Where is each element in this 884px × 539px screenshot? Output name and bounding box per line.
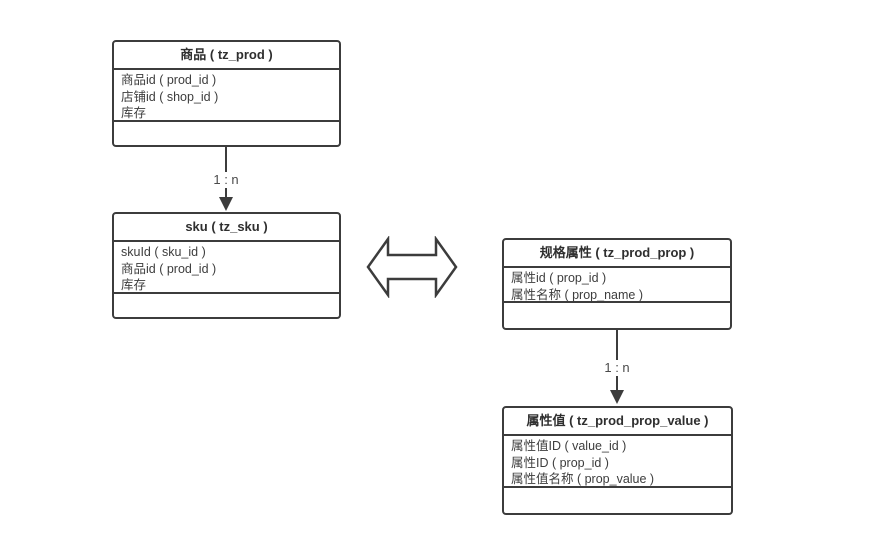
connector-label-prop-value: 1 : n (600, 360, 634, 376)
arrowhead-down-icon (219, 197, 233, 211)
entity-prod-title: 商品 ( tz_prod ) (114, 42, 339, 70)
entity-prod-fields: 商品id ( prod_id ) 店铺id ( shop_id ) 库存 (114, 70, 339, 122)
entity-empty-section (114, 122, 339, 145)
entity-prod-prop-value-title: 属性值 ( tz_prod_prop_value ) (504, 408, 731, 436)
entity-prod-prop-value[interactable]: 属性值 ( tz_prod_prop_value ) 属性值ID ( value… (502, 406, 733, 515)
entity-prod[interactable]: 商品 ( tz_prod ) 商品id ( prod_id ) 店铺id ( s… (112, 40, 341, 147)
arrowhead-down-icon (610, 390, 624, 404)
entity-field: 属性ID ( prop_id ) (511, 455, 609, 470)
entity-prod-prop[interactable]: 规格属性 ( tz_prod_prop ) 属性id ( prop_id ) 属… (502, 238, 732, 330)
entity-empty-section (504, 303, 730, 328)
entity-sku[interactable]: sku ( tz_sku ) skuId ( sku_id ) 商品id ( p… (112, 212, 341, 319)
double-arrow-icon (366, 236, 458, 298)
entity-prod-prop-fields: 属性id ( prop_id ) 属性名称 ( prop_name ) (504, 268, 730, 303)
connector-label-prod-sku: 1 : n (209, 172, 243, 188)
entity-field: 商品id ( prod_id ) (121, 73, 217, 87)
entity-field: 库存 (121, 106, 147, 120)
entity-field: skuId ( sku_id ) (121, 245, 206, 259)
entity-sku-fields: skuId ( sku_id ) 商品id ( prod_id ) 库存 (114, 242, 339, 294)
entity-field: 商品id ( prod_id ) (121, 261, 217, 276)
entity-sku-title: sku ( tz_sku ) (114, 214, 339, 242)
entity-prod-prop-title: 规格属性 ( tz_prod_prop ) (504, 240, 730, 268)
entity-empty-section (504, 488, 731, 513)
entity-empty-section (114, 294, 339, 317)
entity-field: 属性值ID ( value_id ) (511, 439, 627, 453)
entity-prod-prop-value-fields: 属性值ID ( value_id ) 属性ID ( prop_id ) 属性值名… (504, 436, 731, 488)
entity-field: 属性值名称 ( prop_value ) (511, 472, 655, 486)
entity-field: 库存 (121, 278, 147, 292)
entity-field: 属性id ( prop_id ) (511, 271, 607, 285)
entity-field: 属性名称 ( prop_name ) (511, 287, 643, 302)
entity-field: 店铺id ( shop_id ) (121, 89, 219, 104)
